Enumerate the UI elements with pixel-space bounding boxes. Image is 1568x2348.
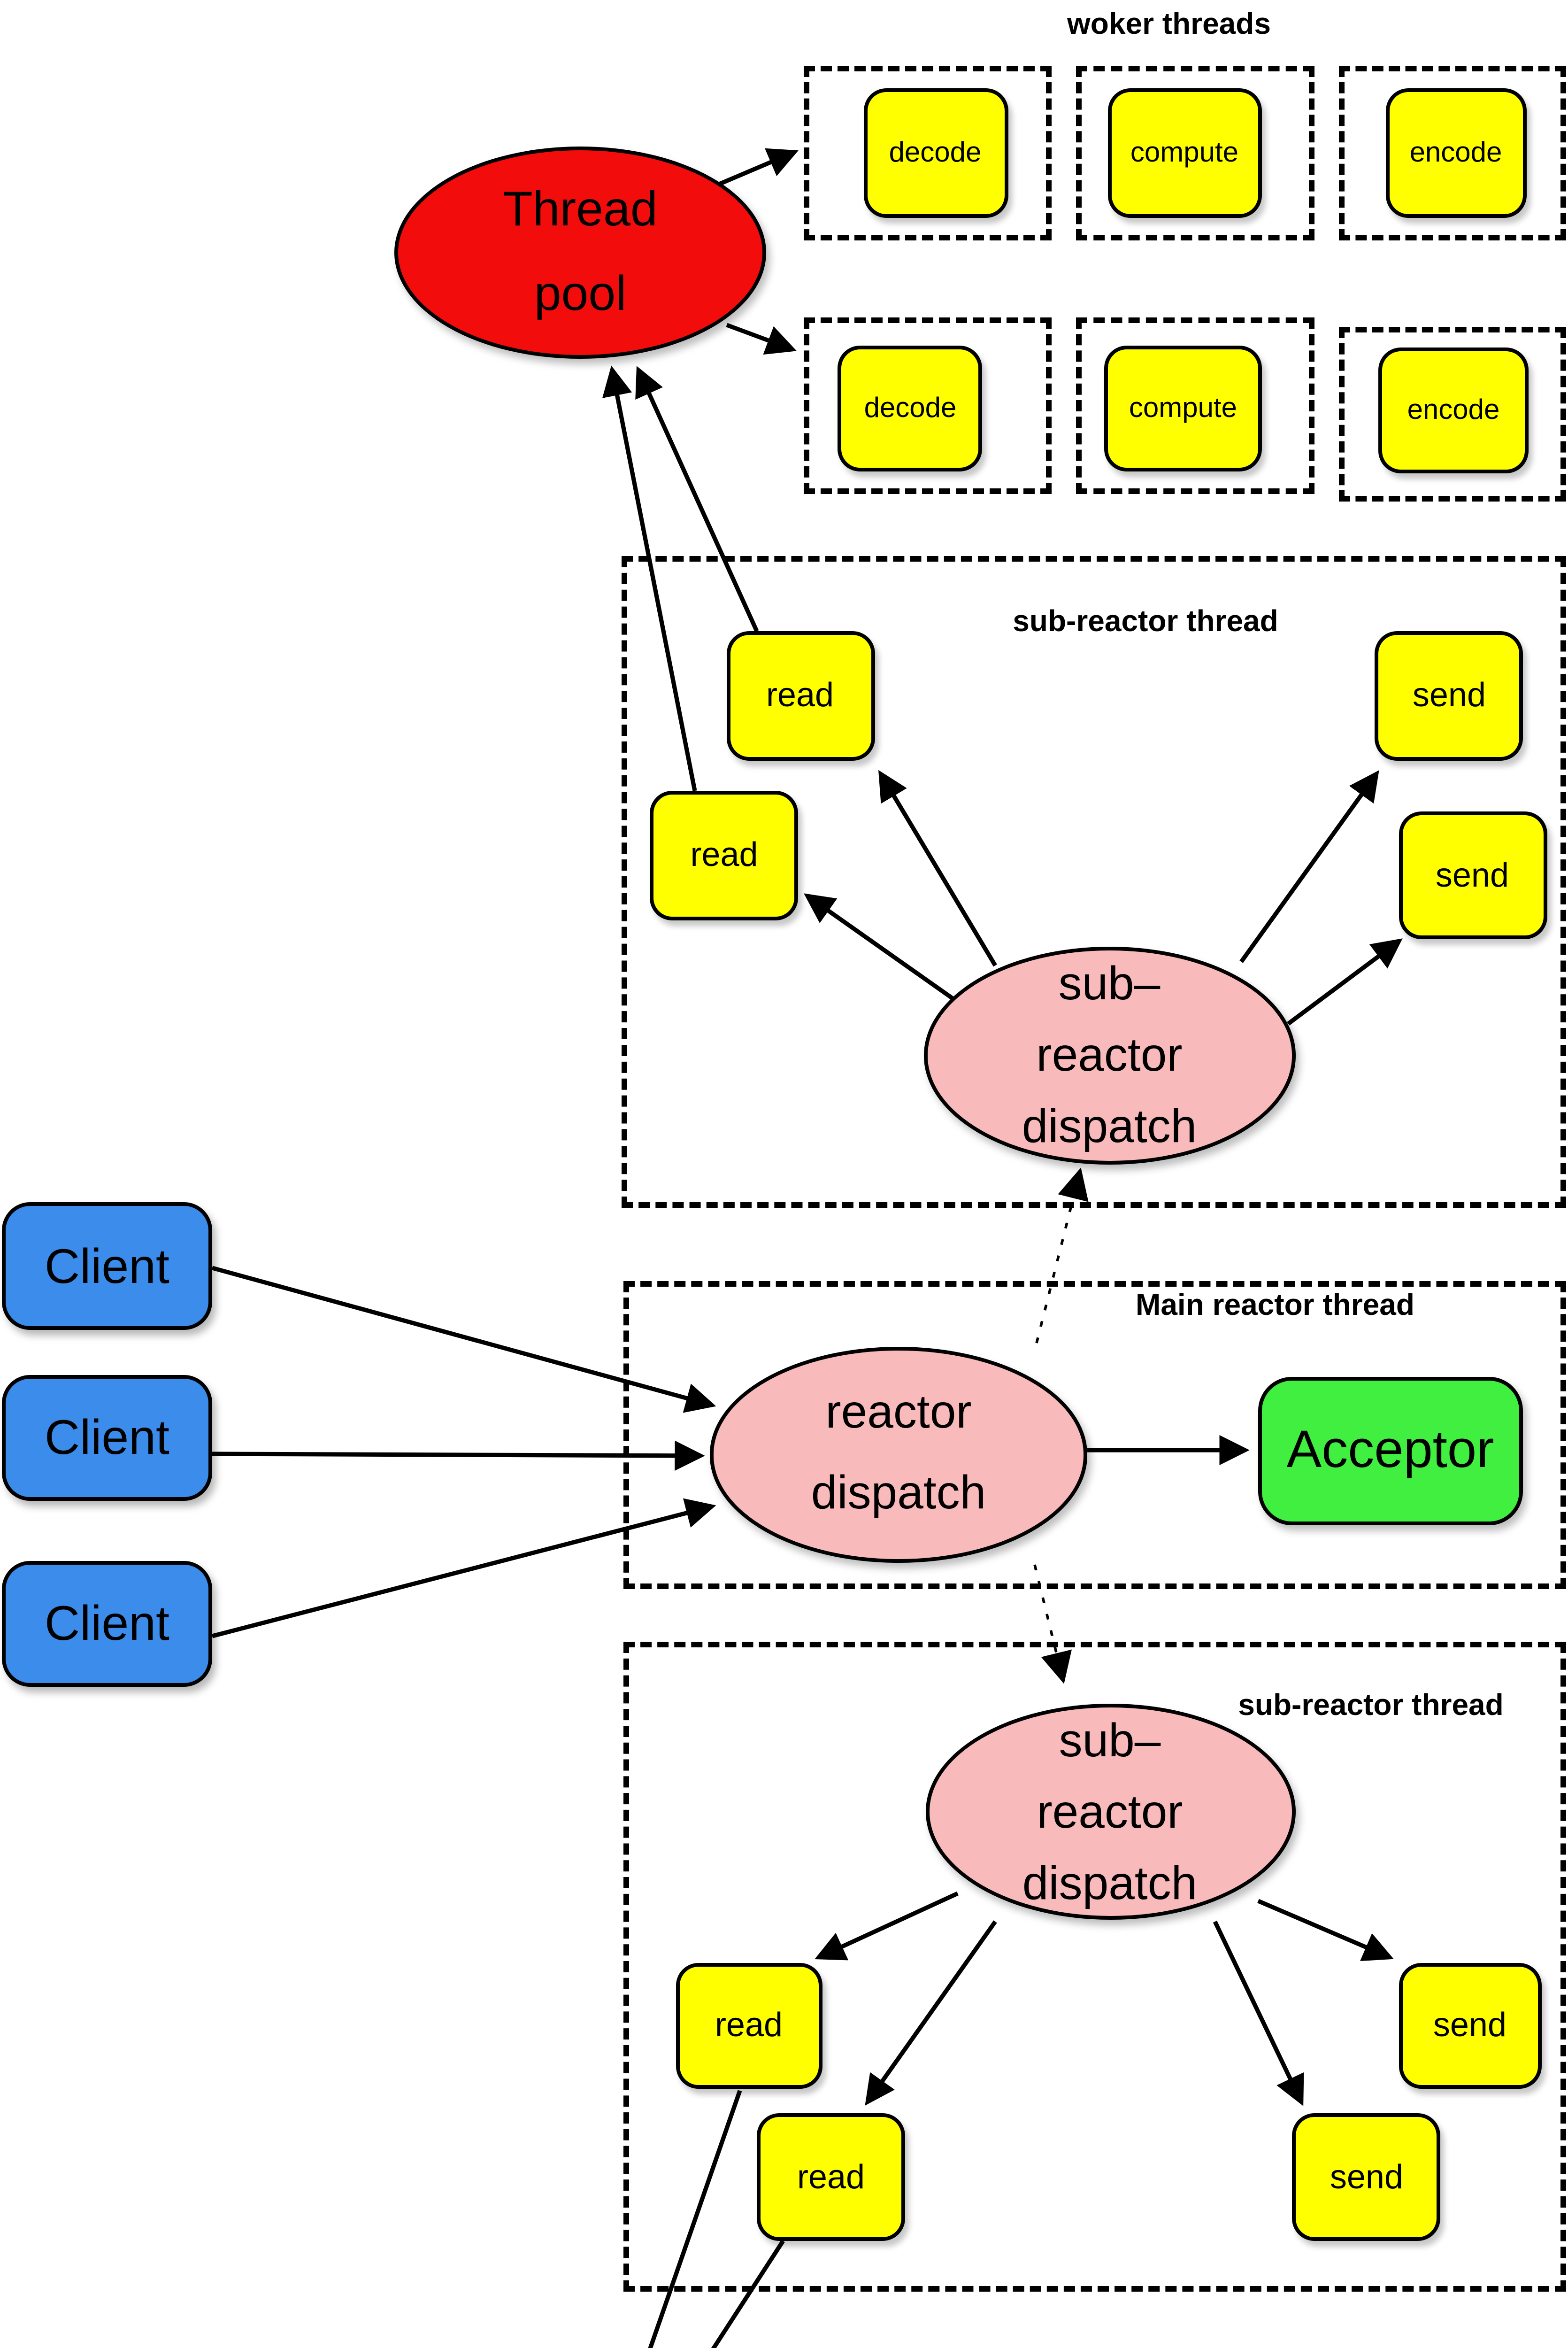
worker-threads-top-label: woker threads xyxy=(1067,9,1271,41)
send-box: send xyxy=(1375,631,1523,760)
sub-reactor-dispatch-bottom-ellipse: sub– reactor dispatch xyxy=(925,1704,1295,1920)
send-box: send xyxy=(1398,1962,1542,2088)
main-reactor-thread-label: Main reactor thread xyxy=(1136,1290,1414,1322)
sub-reactor-dispatch-line2: reactor xyxy=(1036,1028,1183,1081)
main-reactor-container xyxy=(623,1280,1565,1589)
arrow-threadpool-to-workers-row2 xyxy=(726,323,797,355)
client-box: Client xyxy=(2,1203,212,1329)
send-box: send xyxy=(1292,2113,1441,2241)
reactor-dispatch-ellipse: reactor dispatch xyxy=(710,1347,1087,1562)
encode-box: encode xyxy=(1386,88,1526,218)
read-box: read xyxy=(650,791,798,920)
worker-thread-cell xyxy=(804,66,1052,239)
sub-reactor-dispatch-line1: sub– xyxy=(1059,1714,1161,1767)
sub-reactor-dispatch-line2: reactor xyxy=(1037,1785,1183,1838)
sub-reactor-thread-top-label: sub-reactor thread xyxy=(1013,607,1278,639)
reactor-dispatch-line1: reactor xyxy=(825,1387,972,1440)
read-box: read xyxy=(676,1962,822,2089)
sub-reactor-dispatch-line3: dispatch xyxy=(1022,1100,1197,1153)
worker-thread-cell xyxy=(804,318,1052,494)
sub-reactor-dispatch-line1: sub– xyxy=(1058,957,1161,1010)
read-box: read xyxy=(757,2113,905,2241)
acceptor-box: Acceptor xyxy=(1258,1377,1523,1525)
worker-thread-cell xyxy=(1075,318,1314,494)
sub-reactor-dispatch-line3: dispatch xyxy=(1022,1857,1198,1910)
client-box: Client xyxy=(2,1375,212,1501)
worker-thread-cell xyxy=(1338,66,1565,239)
send-box: send xyxy=(1398,811,1546,939)
read-box: read xyxy=(726,631,874,760)
decode-box: decode xyxy=(863,88,1007,218)
sub-reactor-bottom-container xyxy=(623,1641,1565,2291)
reactor-dispatch-line2: dispatch xyxy=(811,1468,986,1521)
thread-pool-top-ellipse: Thread pool xyxy=(394,146,766,358)
arrow-threadpool-to-workers-row1 xyxy=(718,148,799,186)
client-box: Client xyxy=(2,1560,212,1687)
compute-box: compute xyxy=(1107,88,1262,218)
worker-thread-cell xyxy=(1338,327,1565,502)
sub-reactor-dispatch-top-ellipse: sub– reactor dispatch xyxy=(924,946,1295,1164)
decode-box: decode xyxy=(838,346,983,471)
thread-pool-label-line1: Thread xyxy=(503,181,658,237)
sub-reactor-thread-bottom-label: sub-reactor thread xyxy=(1238,1691,1504,1722)
compute-box: compute xyxy=(1105,346,1261,471)
worker-thread-cell xyxy=(1075,66,1314,239)
encode-box: encode xyxy=(1379,348,1528,474)
worker-threads-bottom-label: woker threads xyxy=(1023,2346,1254,2348)
thread-pool-label-line2: pool xyxy=(534,265,627,322)
